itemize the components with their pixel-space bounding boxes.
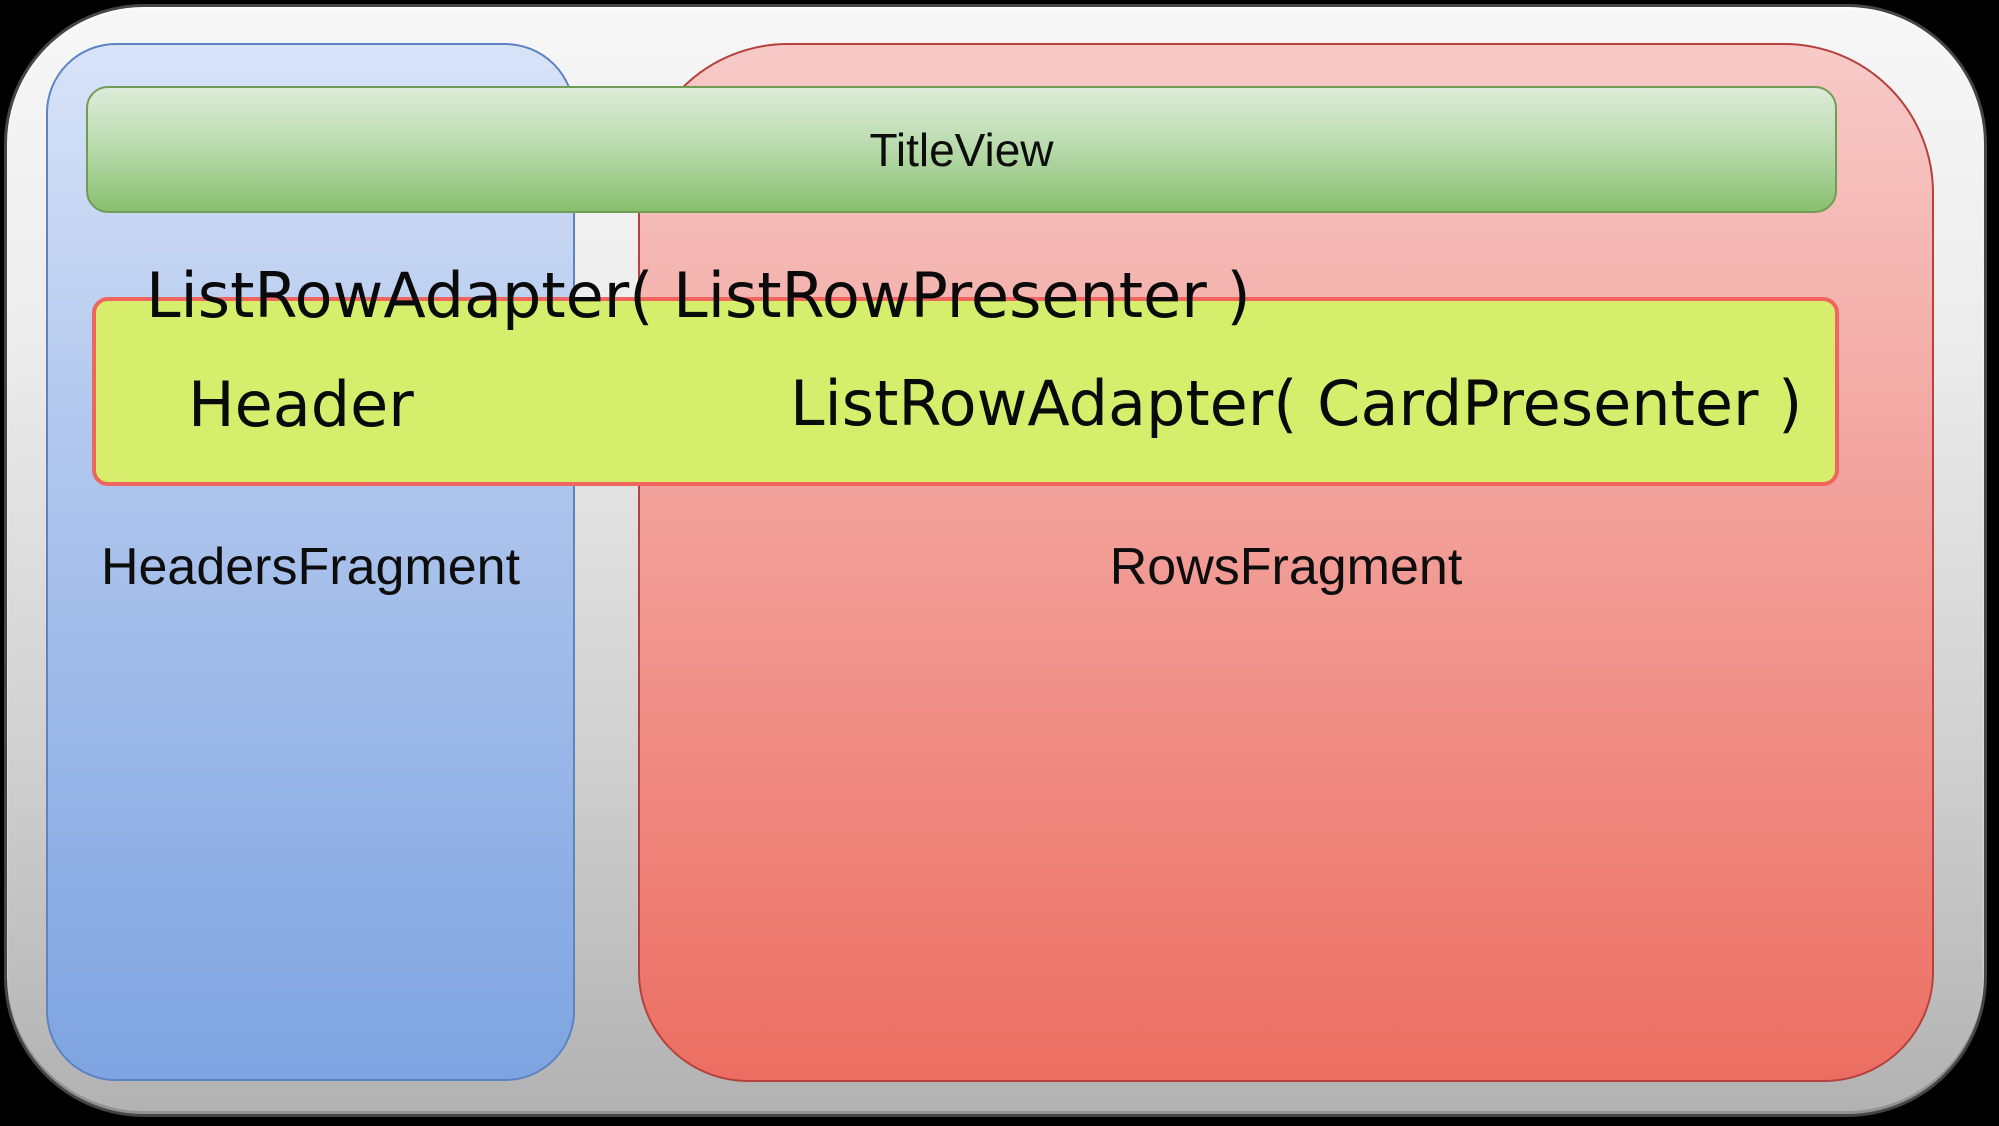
header-cell-label: Header <box>188 368 414 441</box>
title-view-bar: TitleView <box>86 86 1837 213</box>
rows-fragment-label: RowsFragment <box>1109 538 1463 596</box>
title-view-label: TitleView <box>869 123 1054 176</box>
headers-fragment-label: HeadersFragment <box>100 538 521 596</box>
rows-fragment-box <box>638 43 1934 1082</box>
adapter-bar <box>92 297 1839 486</box>
card-presenter-adapter-text: ListRowAdapter( CardPresenter ) <box>790 367 1803 440</box>
list-row-adapter-presenter-text: ListRowAdapter( ListRowPresenter ) <box>146 259 1251 332</box>
headers-fragment-box <box>46 43 575 1081</box>
